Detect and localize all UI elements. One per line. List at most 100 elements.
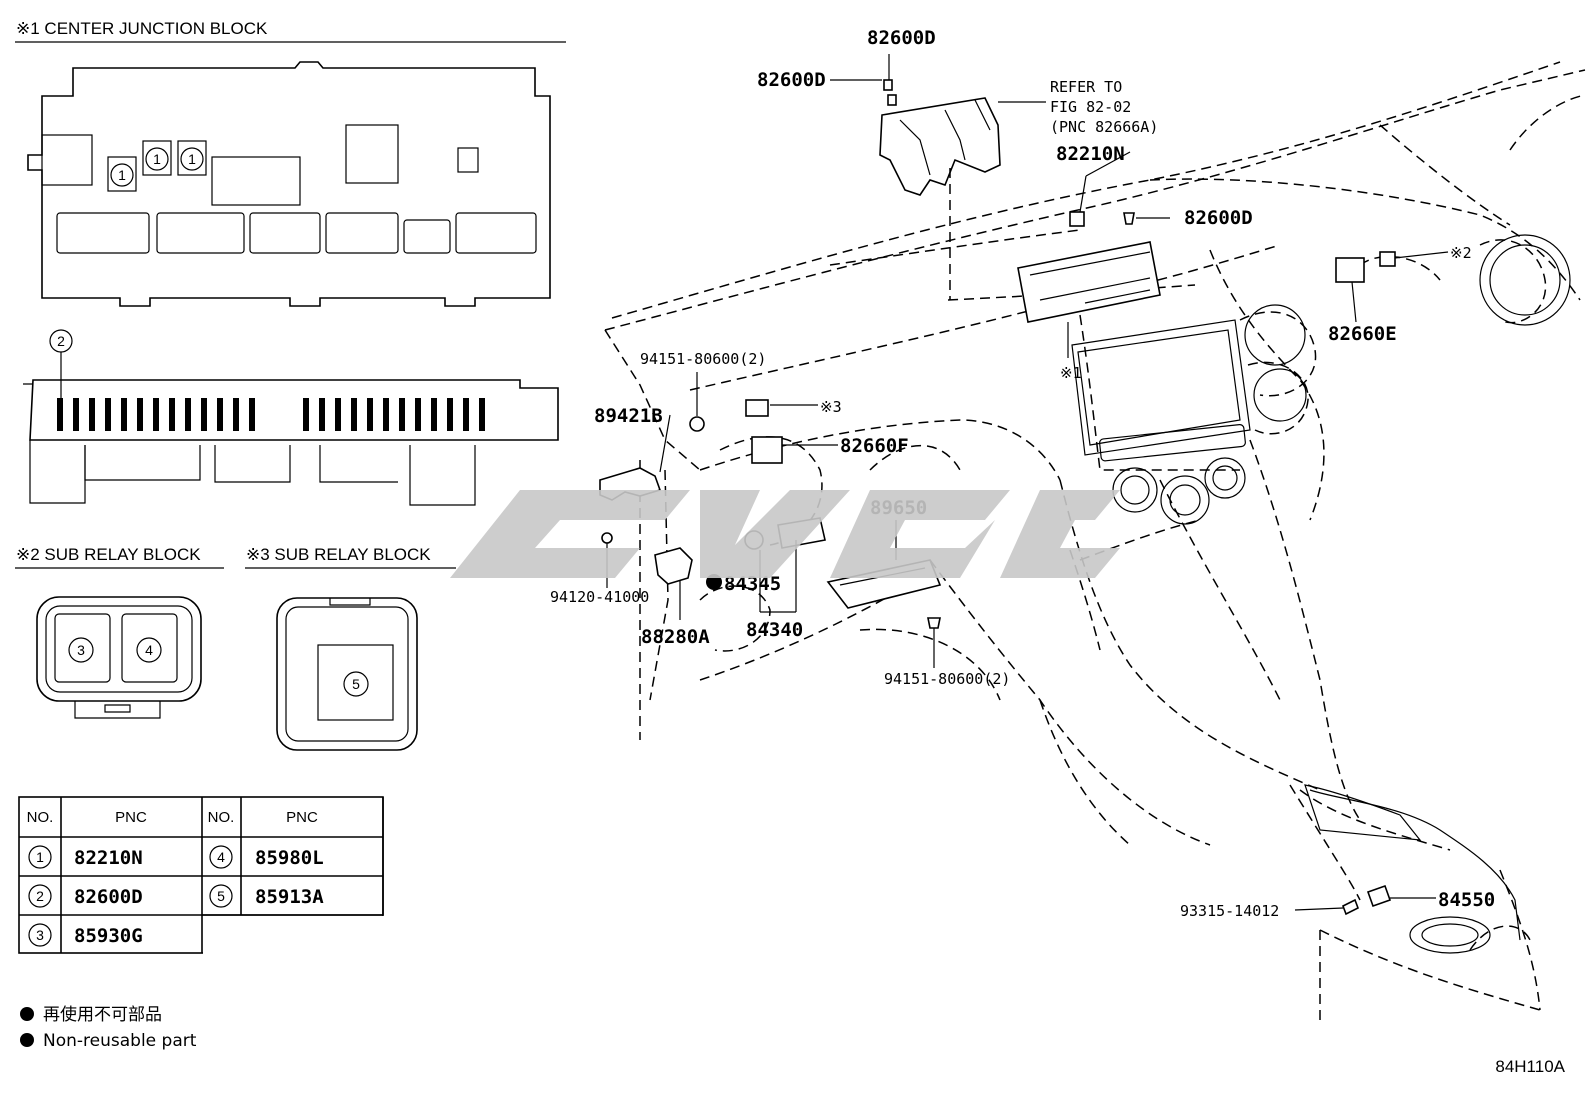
callout-93315: 93315-14012 — [1180, 902, 1279, 920]
relay-slot-3 — [54, 613, 111, 683]
watermark-logo — [450, 490, 1120, 578]
fuse-82600d — [887, 94, 897, 106]
sub-relay-block-3-title: ※3 SUB RELAY BLOCK — [246, 545, 431, 564]
relay-ref2 — [1379, 251, 1396, 267]
legend-en: Non-reusable part — [43, 1031, 197, 1051]
junction-block-slot — [211, 156, 301, 206]
screw-93315 — [1341, 898, 1360, 916]
switch-84550 — [1366, 884, 1392, 908]
circle-mark — [28, 845, 52, 869]
callouts: 82600D 82600D REFER TO FIG 82-02 (PNC 82… — [550, 27, 1495, 920]
table-cell: 3 — [36, 927, 44, 943]
circle-mark-text: 3 — [77, 642, 85, 658]
sub-relay-connector — [74, 701, 161, 719]
sub-relay-latch — [329, 598, 371, 606]
circle-mark — [28, 923, 52, 947]
table-empty-cell — [203, 916, 385, 956]
callout-refer: FIG 82-02 — [1050, 98, 1131, 116]
circle-mark-text: 1 — [188, 151, 196, 167]
display-screen — [1077, 329, 1241, 446]
fuse-slot — [56, 212, 150, 254]
callout-94151: 94151-80600(2) — [884, 670, 1010, 688]
relay-ref3 — [745, 399, 769, 417]
table-cell: 1 — [36, 849, 44, 865]
table-cell: 85913A — [255, 886, 324, 908]
fuse-slot — [455, 212, 537, 254]
callout-82600d: 82600D — [757, 69, 826, 91]
dashboard-details — [1071, 234, 1571, 954]
callout-84550: 84550 — [1438, 889, 1495, 911]
bracket-detail — [899, 99, 991, 176]
clip-94151 — [689, 416, 705, 432]
table-cell: 85980L — [255, 847, 324, 869]
circle-mark — [180, 147, 204, 171]
table-header: PNC — [286, 809, 318, 826]
relay-slot-4 — [121, 613, 178, 683]
circle-mark — [209, 884, 233, 908]
figure-code: 84H110A — [1495, 1057, 1565, 1076]
relay-82660f — [751, 436, 783, 464]
junction-block-slot — [41, 134, 93, 186]
table-cell: 82210N — [74, 847, 143, 869]
callout-94120: 94120-41000 — [550, 588, 649, 606]
callout-82660f: 82660F — [840, 435, 909, 457]
fuse-slot — [403, 219, 451, 254]
circle-mark-text: 2 — [57, 333, 65, 349]
sub-relay-block-3-inner — [285, 606, 409, 742]
relay-82210n — [1069, 211, 1085, 227]
clip-94151 — [927, 617, 941, 629]
legend: 再使用不可部品 Non-reusable part — [20, 1004, 197, 1051]
fuse-slot — [156, 212, 245, 254]
leader-line — [1351, 281, 1357, 323]
ecu-unit — [1017, 241, 1161, 323]
air-vent — [1489, 244, 1561, 316]
shifter-console — [1309, 789, 1521, 941]
leader-line — [659, 414, 671, 473]
pnc-table: NO. PNC NO. PNC 1 82210N 4 85980L 2 8260… — [18, 796, 385, 956]
callout-82210n: 82210N — [1056, 143, 1125, 165]
callout-ref3: ※3 — [820, 398, 842, 416]
air-vent — [1244, 304, 1306, 366]
leader-line — [1079, 175, 1087, 213]
center-junction-block-title: ※1 CENTER JUNCTION BLOCK — [16, 19, 268, 38]
shift-boot — [1304, 784, 1422, 841]
callout-ref1: ※1 — [1060, 364, 1082, 382]
leader-line — [1085, 151, 1131, 177]
callout-82660e: 82660E — [1328, 323, 1397, 345]
hvac-knob — [1169, 484, 1201, 516]
relay-slot-5 — [317, 644, 394, 721]
hvac-knob — [1212, 465, 1238, 491]
sub-relay-block-2-title: ※2 SUB RELAY BLOCK — [16, 545, 201, 564]
relay-82660e — [1335, 257, 1365, 283]
sub-relay-block-3-outline — [276, 597, 418, 751]
fuse-82600d — [1123, 212, 1135, 225]
display-bezel — [1071, 319, 1251, 456]
circle-mark-text: 1 — [153, 151, 161, 167]
callout-refer: (PNC 82666A) — [1050, 118, 1158, 136]
callout-88280a: 88280A — [641, 626, 710, 648]
junction-block-bracket — [879, 97, 1001, 196]
circle-mark-text: 4 — [145, 642, 153, 658]
center-junction-block-section: ※1 CENTER JUNCTION BLOCK 1 1 1 2 — [15, 19, 566, 506]
circle-mark — [209, 845, 233, 869]
circle-mark-text: 5 — [352, 676, 360, 692]
nut-94120 — [601, 532, 613, 544]
ecu-detail — [1029, 251, 1151, 304]
table-cell: 4 — [217, 849, 225, 865]
cup-holder — [1421, 923, 1479, 947]
leaders — [606, 54, 1449, 911]
relay-slot-1b — [142, 140, 172, 176]
sub-relay-block-2-section: ※2 SUB RELAY BLOCK 3 4 — [15, 545, 224, 719]
circle-mark — [110, 163, 134, 187]
callout-94151: 94151-80600(2) — [640, 350, 766, 368]
cup-holder — [1409, 916, 1491, 954]
leader-line — [1294, 907, 1344, 911]
callout-refer: REFER TO — [1050, 78, 1122, 96]
cd-slot — [1099, 424, 1246, 462]
callout-84340: 84340 — [746, 619, 803, 641]
table-cell: 82600D — [74, 886, 143, 908]
hvac-knob — [1120, 475, 1150, 505]
sensor-88280a — [654, 547, 693, 585]
callout-82600d: 82600D — [867, 27, 936, 49]
callout-82600d: 82600D — [1184, 207, 1253, 229]
